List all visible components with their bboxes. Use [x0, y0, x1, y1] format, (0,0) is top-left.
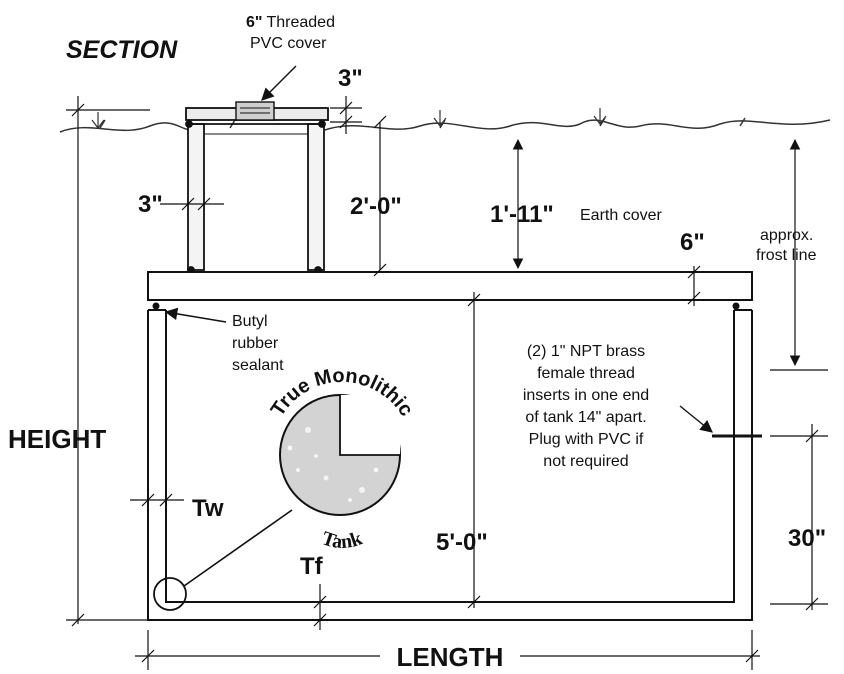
riser: [185, 101, 329, 301]
wall-thickness-label: Tw: [192, 495, 224, 522]
frost-line-label-2: frost line: [756, 247, 817, 264]
riser-wall-left: [187, 123, 205, 271]
riser-wall-label: 3": [138, 191, 163, 218]
threaded-plug: [235, 101, 275, 121]
inserts-note: (2) 1" NPT brass female thread inserts i…: [523, 343, 649, 470]
cover-callout-line1: 6"Threaded: [246, 14, 335, 31]
tank-lid: [147, 271, 753, 301]
tank-body: [147, 309, 753, 621]
inserts-note-line: inserts in one end: [523, 387, 649, 404]
inserts-note-line: Plug with PVC if: [529, 431, 644, 448]
riser-height-label: 2'-0": [350, 193, 402, 220]
ground-markers: [91, 108, 607, 129]
inserts-note-line: of tank 14" apart.: [525, 409, 646, 426]
sealant-line-3: sealant: [232, 357, 284, 374]
insert-height-label: 30": [788, 525, 826, 552]
sealant-line-1: Butyl: [232, 313, 268, 330]
dimension-lines: [66, 96, 828, 670]
height-label: HEIGHT: [8, 424, 106, 454]
section-title: SECTION: [66, 36, 178, 64]
inserts-note-line: (2) 1" NPT brass: [527, 343, 645, 360]
riser-wall-right: [307, 123, 325, 271]
monolithic-badge: True Monolithic Tank: [267, 365, 418, 553]
cover-threaded: Threaded: [266, 14, 335, 31]
badge-bottom-label: Tank: [319, 527, 366, 553]
inserts-note-line: not required: [543, 453, 628, 470]
earth-cover-text: Earth cover: [580, 207, 662, 224]
floor-thickness-label: Tf: [300, 553, 324, 580]
frost-line-label-1: approx.: [760, 227, 813, 244]
inserts-note-line: female thread: [537, 365, 635, 382]
lid-thickness-label: 6": [680, 229, 705, 256]
interior-height-label: 5'-0": [436, 529, 488, 556]
cover-size: 6": [246, 14, 262, 31]
earth-cover-label: 1'-11": [490, 201, 554, 228]
corner-detail-circle: [153, 577, 187, 611]
sealant-line-2: rubber: [232, 335, 279, 352]
cover-callout-line2: PVC cover: [250, 35, 327, 52]
length-label: LENGTH: [397, 642, 504, 672]
cover-thickness-label: 3": [338, 65, 363, 92]
